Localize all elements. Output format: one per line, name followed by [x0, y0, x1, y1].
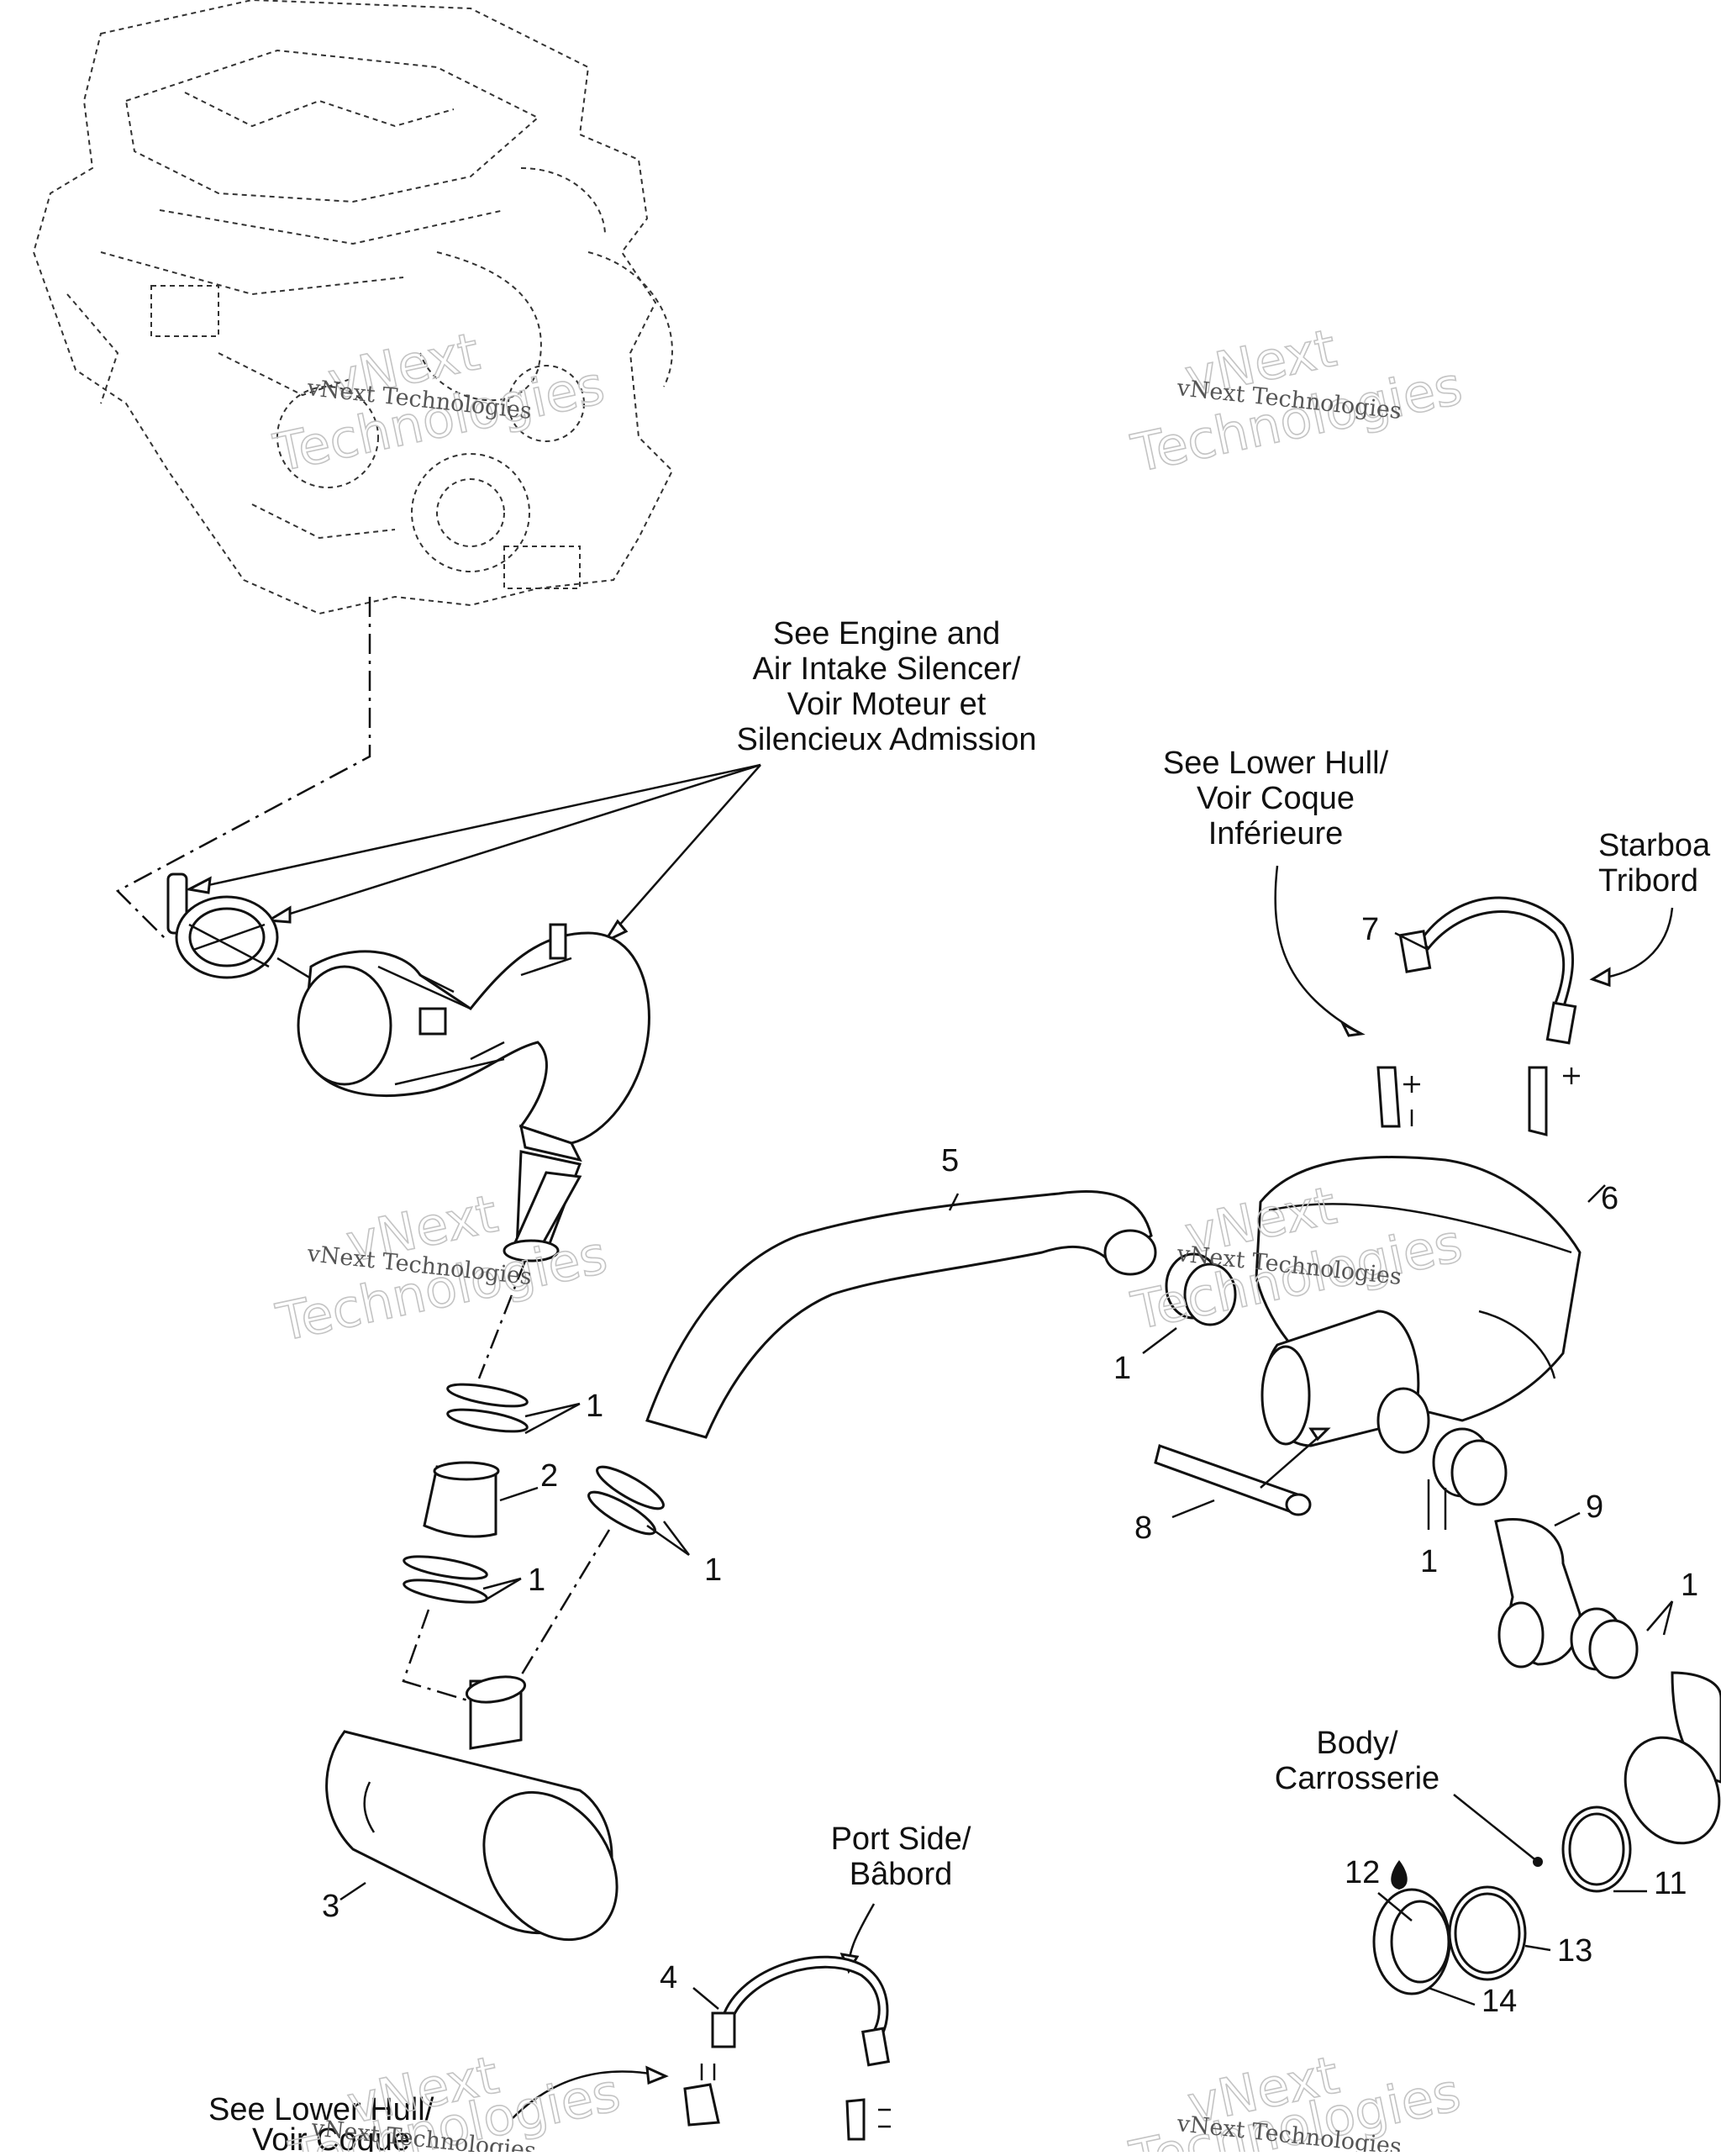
- part-number-9: 9: [1586, 1489, 1603, 1525]
- part-number-1c: 1: [704, 1552, 722, 1588]
- callout-lowerhull-bottom-line-2: Voir Coque: [252, 2122, 410, 2152]
- callout-lowerhull-line-3: Inférieure: [1208, 816, 1344, 851]
- part-number-1a: 1: [586, 1389, 603, 1424]
- part-number-8: 8: [1134, 1510, 1152, 1546]
- callout-lowerhull-line-1: See Lower Hull/: [1163, 746, 1389, 781]
- part-number-11: 11: [1654, 1866, 1687, 1901]
- callout-lowerhull-line-2: Voir Coque: [1197, 781, 1355, 816]
- part-number-2: 2: [540, 1458, 558, 1494]
- callout-engine-line-4: Silencieux Admission: [737, 722, 1037, 757]
- part-number-1e: 1: [1420, 1544, 1438, 1579]
- part-number-1b: 1: [528, 1563, 545, 1598]
- callout-engine-leaders: [185, 763, 761, 945]
- callout-body-line-1: Body/: [1316, 1726, 1398, 1761]
- clamp-elbow: 1: [1570, 1568, 1698, 1679]
- callout-port-line-1: Port Side/: [831, 1821, 971, 1857]
- mounting-strap-starboard: 7: [1361, 896, 1580, 1136]
- part-number-12: 12: [1345, 1855, 1380, 1890]
- coupler-sleeve: 2: [423, 1458, 558, 1538]
- callout-starboard: Starboa Tribord: [1589, 828, 1711, 988]
- callout-port-line-2: Bâbord: [850, 1857, 953, 1892]
- part-number-6: 6: [1601, 1181, 1618, 1216]
- part-number-5: 5: [941, 1143, 959, 1178]
- callout-body-line-2: Carrosserie: [1275, 1761, 1439, 1796]
- callout-starboard-line-1: Starboa: [1598, 828, 1711, 863]
- gasket-ring: 13: [1448, 1885, 1592, 1981]
- callout-lower-hull-bottom: See Lower Hull/ Voir Coque: [208, 2065, 669, 2156]
- part-number-1d: 1: [1113, 1351, 1131, 1386]
- callout-engine-ref: See Engine and Air Intake Silencer/ Voir…: [737, 616, 1037, 757]
- callout-engine-line-2: Air Intake Silencer/: [753, 651, 1021, 687]
- callout-starboard-line-2: Tribord: [1598, 863, 1698, 899]
- exhaust-pipe-long: 5: [645, 1143, 1157, 1439]
- callout-port-side: Port Side/ Bâbord: [831, 1821, 971, 1974]
- clamp-pipe-resonator: 1: [1113, 1252, 1237, 1386]
- muffler: 3: [322, 1675, 618, 1942]
- part-number-4: 4: [660, 1960, 677, 1995]
- callout-engine-line-3: Voir Moteur et: [787, 687, 987, 722]
- callout-lowerhull-bottom-line-1: See Lower Hull/: [208, 2092, 434, 2127]
- inner-silencer-cylinder: 1: [1260, 1310, 1508, 1579]
- body-attach-point: [1533, 1857, 1543, 1867]
- part-number-7: 7: [1361, 912, 1379, 947]
- hose-strip: 8: [1134, 1427, 1331, 1546]
- watermark-3: vNext Technologies: [271, 1182, 613, 1354]
- clamp-pair-upper: 1: [446, 1383, 603, 1435]
- clamp-pair-lower: 1: [403, 1555, 545, 1604]
- exhaust-manifold-upper: [166, 872, 650, 1262]
- callout-lower-hull-ref: See Lower Hull/ Voir Coque Inférieure: [1163, 746, 1389, 1037]
- sealant-callout: 12: [1345, 1855, 1413, 1921]
- part-number-13: 13: [1557, 1933, 1592, 1969]
- part-number-3: 3: [322, 1889, 339, 1924]
- part-number-1f: 1: [1681, 1568, 1698, 1603]
- part-number-14: 14: [1482, 1984, 1517, 2019]
- retaining-nut: 14: [1372, 1888, 1517, 2019]
- mounting-strap-port: 4: [660, 1955, 891, 2141]
- clamp-pair-pipe: 1: [587, 1465, 722, 1588]
- callout-body-ref: Body/ Carrosserie: [1275, 1726, 1543, 1867]
- engine-ghost: [32, 0, 674, 615]
- callout-engine-line-1: See Engine and: [773, 616, 1000, 651]
- elbow-hose: 9: [1494, 1489, 1603, 1668]
- droplet-icon: [1391, 1860, 1408, 1890]
- outlet-fittings: 11: [1561, 1671, 1721, 1901]
